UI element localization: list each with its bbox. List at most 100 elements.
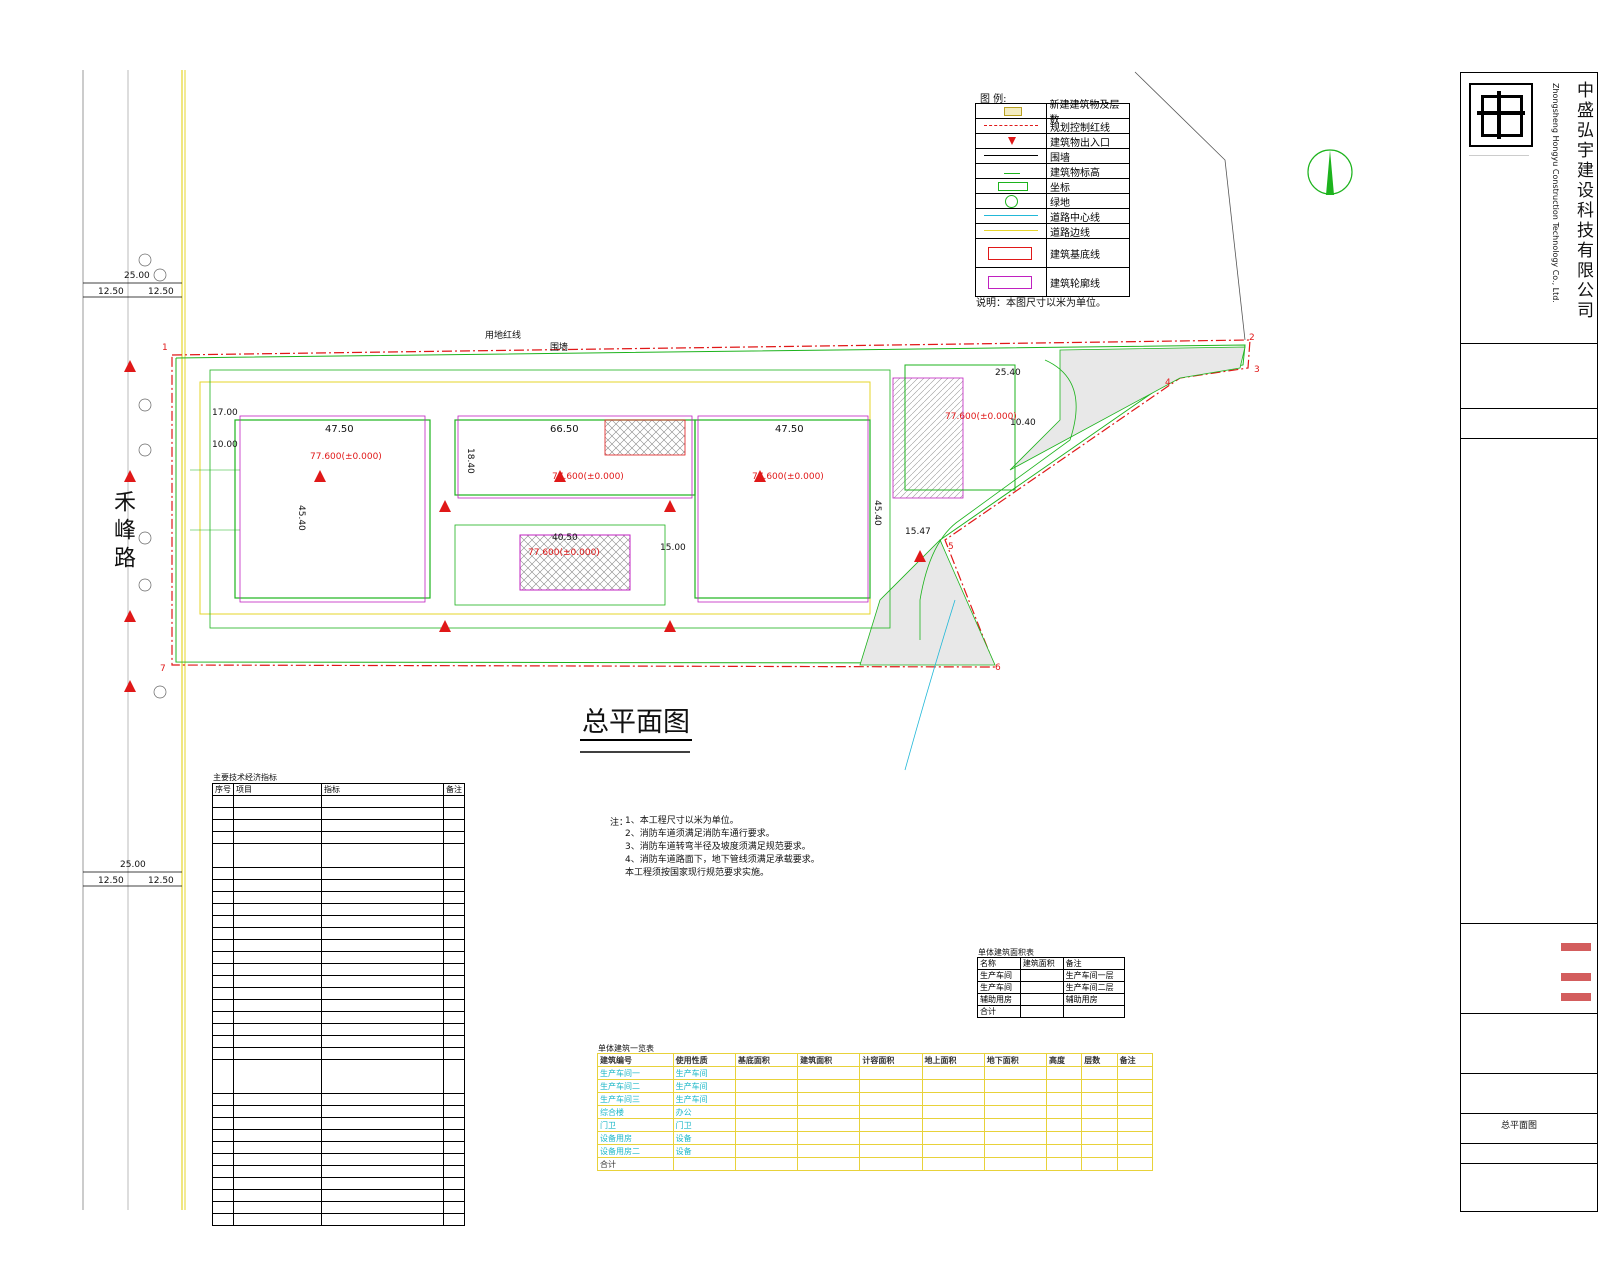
elevation-center: 77.600(±0.000) <box>528 548 600 558</box>
small-cell: 辅助用房 <box>1062 993 1126 1006</box>
bt-header: 地上面积 <box>921 1053 985 1067</box>
point-5: 5 <box>948 542 954 552</box>
building-table-title: 单体建筑一览表 <box>598 1044 654 1053</box>
legend-note: 说明：本图尺寸以米为单位。 <box>976 298 1106 309</box>
wall-label: 围墙 <box>550 343 569 353</box>
company-name-cn: 中盛弘宇建设科技有限公司 <box>1573 81 1593 321</box>
notes-title: 注： <box>610 818 629 828</box>
road-half-dim-lower-left: 12.50 <box>98 876 124 886</box>
company-logo <box>1469 83 1533 147</box>
bt-cell: 设备 <box>672 1144 736 1158</box>
bt-cell: 生产车间 <box>672 1079 736 1093</box>
dim-right-1040: 10.40 <box>1010 418 1036 428</box>
legend-title: 图 例: <box>980 94 1007 105</box>
dim-right-1547: 15.47 <box>905 527 931 537</box>
bt-header: 建筑面积 <box>797 1053 861 1067</box>
bt-header: 高度 <box>1045 1053 1083 1067</box>
summary-header: 序号 <box>212 783 234 796</box>
title-block: 中盛弘宇建设科技有限公司 Zhongsheng Hongyu Construct… <box>1460 72 1598 1212</box>
point-1: 1 <box>162 343 168 353</box>
summary-table: 序号 项目 指标 备注 <box>212 783 465 1226</box>
dim-bldg1-depth: 45.40 <box>296 505 306 531</box>
note-line: 3、消防车道转弯半径及坡度须满足规范要求。 <box>625 842 811 852</box>
small-cell: 生产车间 <box>977 981 1021 994</box>
dim-center-side: 15.00 <box>660 543 686 553</box>
point-6: 6 <box>995 663 1001 673</box>
building-table: 建筑编号 使用性质 基底面积 建筑面积 计容面积 地上面积 地下面积 高度 层数… <box>597 1053 1154 1171</box>
small-header: 名称 <box>977 957 1021 970</box>
dim-left-10: 10.00 <box>212 440 238 450</box>
legend-item: 建筑物标高 <box>1050 167 1100 179</box>
note-line: 2、消防车道须满足消防车通行要求。 <box>625 829 775 839</box>
bt-cell: 生产车间 <box>672 1066 736 1080</box>
legend-item: 建筑基底线 <box>1050 249 1100 261</box>
dim-bldg3-width: 47.50 <box>775 424 804 435</box>
elevation-bldg3: 77.600(±0.000) <box>752 472 824 482</box>
legend-item: 道路边线 <box>1050 227 1090 239</box>
drawing-name: 总平面图 <box>1501 1121 1538 1131</box>
small-cell: 生产车间 <box>977 969 1021 982</box>
elevation-bldg1: 77.600(±0.000) <box>310 452 382 462</box>
bt-cell: 设备 <box>672 1131 736 1145</box>
bt-header: 使用性质 <box>672 1053 736 1067</box>
elevation-bldg2: 77.600(±0.000) <box>552 472 624 482</box>
small-header: 建筑面积 <box>1019 957 1064 970</box>
bt-cell: 门卫 <box>597 1118 674 1132</box>
note-line: 1、本工程尺寸以米为单位。 <box>625 816 739 826</box>
bt-cell: 设备用房 <box>597 1131 674 1145</box>
dim-right-2540: 25.40 <box>995 368 1021 378</box>
bt-header: 计容面积 <box>859 1053 923 1067</box>
road-half-dim-left: 12.50 <box>98 287 124 297</box>
bt-header: 基底面积 <box>734 1053 799 1067</box>
company-name-en: Zhongsheng Hongyu Construction Technolog… <box>1551 83 1560 303</box>
road-width-dim: 25.00 <box>124 271 150 281</box>
legend-item: 坐标 <box>1050 182 1070 194</box>
small-header: 备注 <box>1062 957 1126 970</box>
bt-cell: 设备用房二 <box>597 1144 674 1158</box>
bt-cell: 门卫 <box>672 1118 736 1132</box>
legend-item: 围墙 <box>1050 152 1070 164</box>
bt-cell: 生产车间一 <box>597 1066 674 1080</box>
dim-bldg3-depth: 45.40 <box>872 500 882 526</box>
note-line: 本工程须按国家现行规范要求实施。 <box>625 868 770 878</box>
bt-cell: 生产车间 <box>672 1092 736 1106</box>
legend-table: 新建建筑物及层数 规划控制红线 建筑物出入口 围墙 建筑物标高 坐标 绿地 道 <box>975 100 1130 297</box>
small-table: 名称 建筑面积 备注 生产车间生产车间一层 生产车间生产车间二层 辅助用房辅助用… <box>977 957 1126 1018</box>
summary-header: 指标 <box>321 783 444 796</box>
elevation-right: 77.600(±0.000) <box>945 412 1017 422</box>
legend-item: 建筑物出入口 <box>1050 137 1110 149</box>
point-7: 7 <box>160 664 166 674</box>
small-cell: 合计 <box>977 1005 1021 1018</box>
bt-cell: 综合楼 <box>597 1105 674 1119</box>
dim-bldg1-width: 47.50 <box>325 424 354 435</box>
bt-cell: 办公 <box>672 1105 736 1119</box>
point-3: 3 <box>1254 365 1260 375</box>
bt-cell: 生产车间二 <box>597 1079 674 1093</box>
bt-header: 备注 <box>1116 1053 1154 1067</box>
dim-left-17: 17.00 <box>212 408 238 418</box>
legend-item: 新建建筑物及层数 <box>1049 100 1120 126</box>
small-table-title: 单体建筑面积表 <box>978 948 1034 957</box>
notes-list: 1、本工程尺寸以米为单位。 2、消防车道须满足消防车通行要求。 3、消防车道转弯… <box>625 815 820 880</box>
summary-table-title: 主要技术经济指标 <box>213 773 277 782</box>
dim-middle-1840: 18.40 <box>465 448 475 474</box>
bt-header: 建筑编号 <box>597 1053 674 1067</box>
small-cell: 辅助用房 <box>977 993 1021 1006</box>
point-4: 4 <box>1165 378 1171 388</box>
note-line: 4、消防车道路面下，地下管线须满足承载要求。 <box>625 855 820 865</box>
summary-header: 备注 <box>443 783 465 796</box>
legend-item: 道路中心线 <box>1050 212 1100 224</box>
dim-bldg2-width: 66.50 <box>550 424 579 435</box>
small-cell: 生产车间二层 <box>1062 981 1126 994</box>
dim-center-width: 40.50 <box>552 533 578 543</box>
bt-header: 地下面积 <box>983 1053 1047 1067</box>
road-half-dim-lower-right: 12.50 <box>148 876 174 886</box>
road-half-dim-right: 12.50 <box>148 287 174 297</box>
plan-title: 总平面图 <box>580 700 692 741</box>
bt-cell: 生产车间三 <box>597 1092 674 1106</box>
summary-header: 项目 <box>233 783 322 796</box>
point-2: 2 <box>1249 333 1255 343</box>
bt-cell: 合计 <box>597 1157 674 1171</box>
